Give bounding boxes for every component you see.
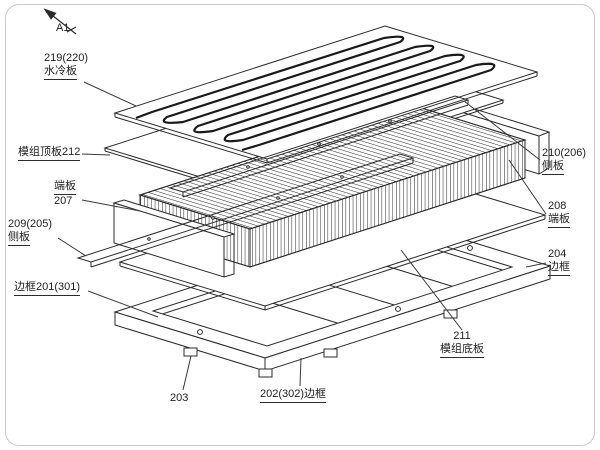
tray-ref: 203 bbox=[170, 392, 189, 404]
leader-frame-front bbox=[299, 357, 302, 387]
module-bottom-plate-ref: 211 bbox=[453, 330, 471, 342]
end-plate-left-ref: 207 bbox=[54, 195, 73, 207]
leader-side-plate-rear bbox=[463, 100, 541, 161]
leader-cooling-plate bbox=[83, 81, 137, 107]
label-side-plate-front: 209(205) 侧板 bbox=[8, 218, 52, 246]
tray-foot bbox=[258, 368, 273, 378]
leader-frame-right bbox=[525, 262, 547, 268]
frame-front-text: 202(302)边框 bbox=[260, 388, 327, 403]
cooling-plate-ref: 219(220) bbox=[44, 52, 89, 64]
end-plate-left bbox=[112, 199, 236, 278]
frame-right-ref: 204 bbox=[548, 248, 567, 260]
label-module-bottom-plate: 211 模组底板 bbox=[440, 330, 484, 358]
side-plate-front-name: 侧板 bbox=[8, 231, 30, 246]
label-tray: 203 bbox=[170, 392, 188, 405]
leader-frame-left bbox=[87, 290, 159, 318]
bolt-hole bbox=[467, 245, 473, 251]
leader-module-top-plate bbox=[81, 153, 111, 156]
cell-stack bbox=[138, 105, 527, 268]
label-frame-right: 204 边框 bbox=[548, 248, 570, 276]
section-arrow bbox=[43, 8, 77, 35]
side-plate-rear-ref: 210(206) bbox=[542, 147, 587, 159]
leader-end-plate-right bbox=[508, 159, 547, 215]
frame-left-text: 边框201(301) bbox=[14, 281, 81, 296]
side-plate-front bbox=[76, 153, 415, 268]
module-top-plate-text: 模组顶板212 bbox=[18, 146, 81, 161]
label-side-plate-rear: 210(206) 侧板 bbox=[542, 147, 586, 175]
side-plate-front-ref: 209(205) bbox=[8, 218, 53, 230]
leader-tray bbox=[182, 355, 192, 391]
end-plate-right-name: 端板 bbox=[548, 213, 570, 228]
label-end-plate-right: 208 端板 bbox=[548, 200, 570, 228]
frame-front-face bbox=[264, 265, 551, 372]
end-plate-left-name: 端板 bbox=[54, 180, 76, 195]
view-marker-text: A1 bbox=[56, 22, 70, 34]
bolt-hole bbox=[395, 306, 401, 312]
label-frame-left: 边框201(301) bbox=[14, 281, 81, 296]
label-end-plate-left: 端板 207 bbox=[54, 180, 76, 208]
side-plate-rear-name: 侧板 bbox=[542, 160, 564, 175]
end-plate-right-ref: 208 bbox=[548, 200, 567, 212]
leader-side-plate-front bbox=[57, 237, 87, 257]
tray-foot bbox=[183, 347, 198, 357]
cooling-plate-name: 水冷板 bbox=[44, 65, 77, 80]
leader-lines bbox=[57, 81, 547, 391]
label-cooling-plate: 219(220) 水冷板 bbox=[44, 52, 88, 80]
module-bottom-plate-name: 模组底板 bbox=[440, 343, 484, 358]
label-module-top-plate: 模组顶板212 bbox=[18, 146, 81, 161]
tray-foot bbox=[443, 309, 458, 319]
cooling-serpentine-channel bbox=[135, 35, 496, 152]
leader-module-bottom-plate bbox=[400, 249, 463, 331]
bolt-hole bbox=[197, 329, 203, 335]
leader-end-plate-left bbox=[81, 199, 141, 212]
tray-foot bbox=[323, 348, 338, 358]
frame-right-name: 边框 bbox=[548, 261, 570, 276]
label-view-marker: A1 bbox=[56, 22, 69, 35]
label-frame-front: 202(302)边框 bbox=[260, 388, 327, 403]
water-cooling-plate bbox=[113, 25, 539, 164]
